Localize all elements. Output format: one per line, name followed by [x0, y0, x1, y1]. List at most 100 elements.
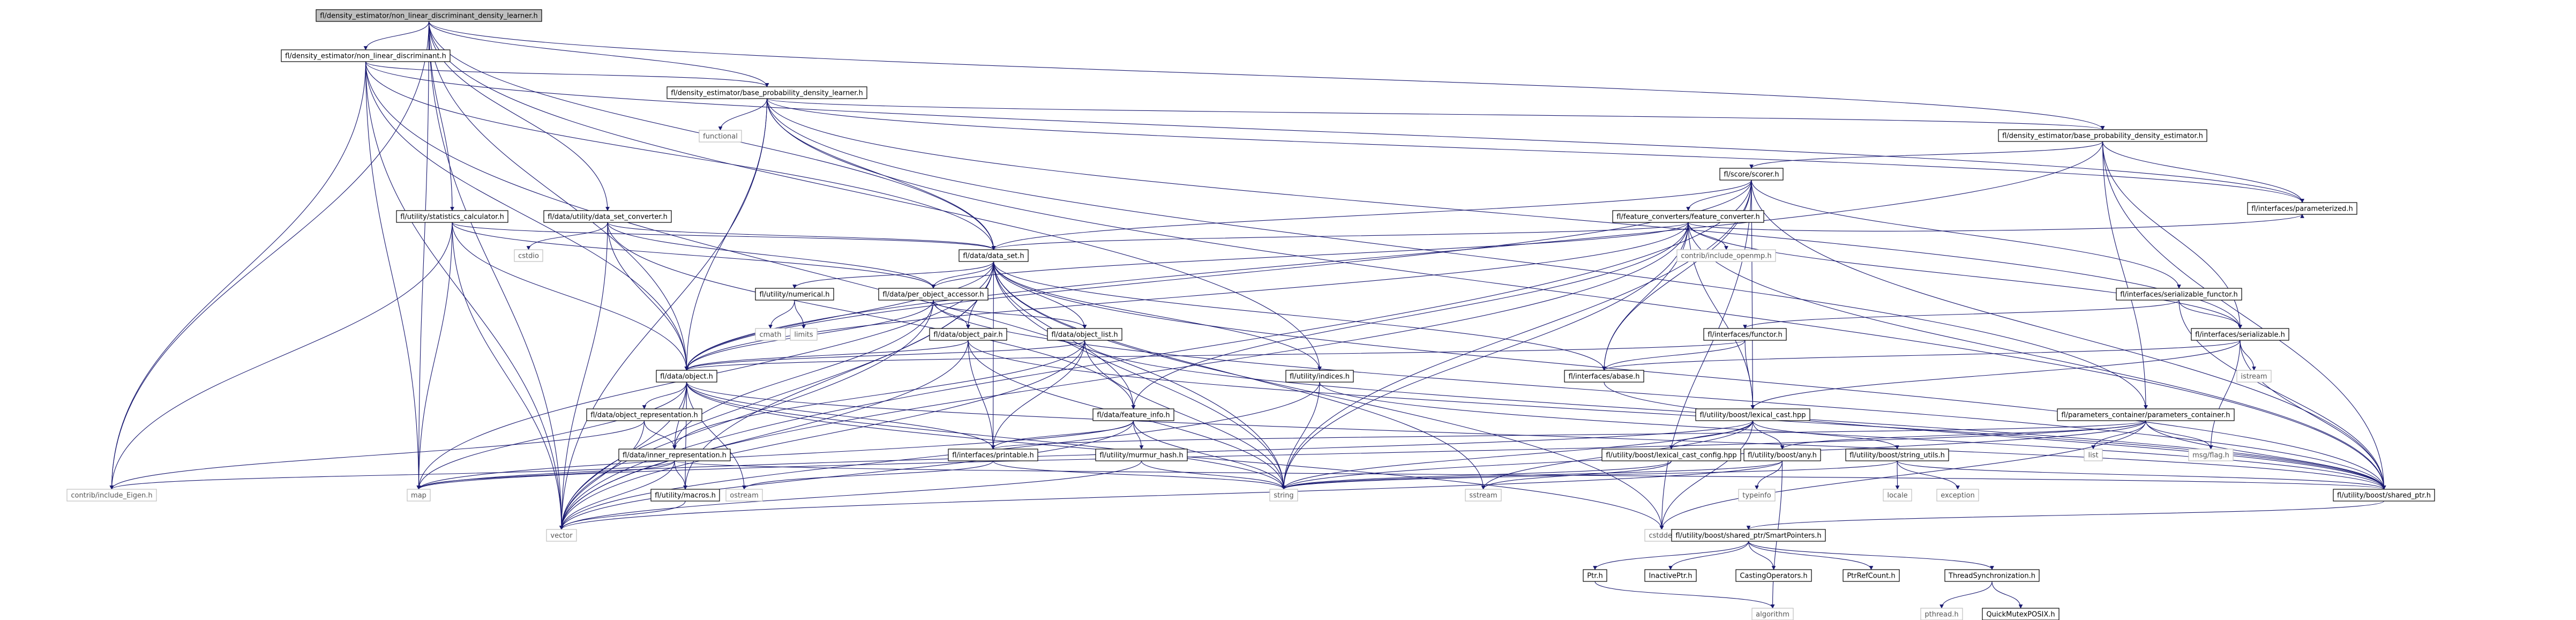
node-label: fl/data/object.h	[660, 373, 713, 381]
node-nld[interactable]: fl/density_estimator/non_linear_discrimi…	[281, 49, 451, 62]
node-label: msg/flag.h	[2192, 452, 2229, 460]
edge-featconv-to-sharedptr	[1688, 222, 2386, 490]
edge-smartptrs-to-castingops	[1748, 541, 1776, 570]
node-serializable[interactable]: fl/interfaces/serializable.h	[2191, 328, 2289, 341]
edge-nld-to-eigen	[109, 61, 366, 490]
node-scorer[interactable]: fl/score/scorer.h	[1719, 168, 1784, 181]
edge-root-to-indices	[428, 21, 1322, 371]
edge-scorer-to-object	[684, 180, 1752, 371]
node-functor[interactable]: fl/interfaces/functor.h	[1703, 328, 1787, 341]
edge-paramcont-to-map	[417, 420, 2146, 490]
node-objrep[interactable]: fl/data/object_representation.h	[586, 408, 702, 421]
node-box	[1719, 168, 1784, 181]
node-label: fl/data/per_object_accessor.h	[882, 291, 984, 299]
edge-bpde-to-serializable	[2102, 141, 2242, 329]
node-peraccessor[interactable]: fl/data/per_object_accessor.h	[878, 288, 989, 301]
node-objlist[interactable]: fl/data/object_list.h	[1047, 328, 1122, 341]
edge-dsconv-to-peraccessor	[607, 222, 935, 289]
node-abase[interactable]: fl/interfaces/abase.h	[1564, 370, 1644, 383]
edge-nld-to-parameterized	[365, 61, 2304, 203]
node-label: fl/data/utility/data_set_converter.h	[548, 213, 668, 221]
node-castingops[interactable]: CastingOperators.h	[1735, 569, 1812, 582]
node-label: contrib/include_Eigen.h	[71, 492, 152, 500]
edge-objpair-to-vector	[559, 340, 969, 530]
node-box	[1269, 489, 1298, 502]
node-threadsync[interactable]: ThreadSynchronization.h	[1944, 569, 2040, 582]
node-box	[1843, 569, 1900, 582]
edge-smartptrs-to-ptr	[1593, 541, 1749, 570]
node-numerical[interactable]: fl/utility/numerical.h	[755, 288, 834, 301]
node-statcalc[interactable]: fl/utility/statistics_calculator.h	[396, 210, 508, 223]
edge-scorer-to-string	[1282, 180, 1752, 490]
node-object[interactable]: fl/data/object.h	[656, 370, 717, 383]
node-featconv[interactable]: fl/feature_converters/feature_converter.…	[1612, 210, 1764, 223]
edge-objpair-to-sharedptr	[968, 340, 2386, 490]
node-murmur[interactable]: fl/utility/murmur_hash.h	[1095, 449, 1188, 461]
node-lexcast[interactable]: fl/utility/boost/lexical_cast.hpp	[1695, 408, 1810, 421]
edge-functor-to-lexcast	[1744, 340, 1755, 409]
node-string: string	[1269, 489, 1298, 502]
edge-numerical-to-cmath	[768, 300, 795, 329]
edge-threadsync-to-pthread	[1940, 581, 1993, 609]
edge-bpdl-to-serializable	[766, 98, 2242, 329]
edge-bpde-to-sharedptr	[2102, 141, 2386, 490]
edge-nld-to-string	[365, 61, 1286, 490]
node-featinfo[interactable]: fl/data/feature_info.h	[1092, 408, 1174, 421]
node-box	[396, 210, 508, 223]
node-label: ostream	[730, 492, 759, 500]
edge-bpdl-to-parameterized	[766, 98, 2304, 203]
node-ptr[interactable]: Ptr.h	[1583, 569, 1607, 582]
node-any[interactable]: fl/utility/boost/any.h	[1743, 449, 1821, 461]
node-paramcont[interactable]: fl/parameters_container/parameters_conta…	[2057, 408, 2235, 421]
node-bpdl[interactable]: fl/density_estimator/base_probability_de…	[667, 86, 867, 99]
node-root[interactable]: fl/density_estimator/non_linear_discrimi…	[316, 9, 542, 22]
node-box	[2188, 449, 2234, 461]
node-box	[2116, 288, 2242, 301]
edge-dataset-to-abase	[993, 261, 1606, 371]
edge-lexcast-to-cstddef	[1659, 420, 1754, 530]
edge-peraccessor-to-objpair	[933, 300, 970, 329]
node-label: map	[411, 492, 426, 500]
edge-lexcast-to-any	[1752, 420, 1785, 450]
node-box	[2057, 408, 2235, 421]
edge-root-to-nld	[363, 21, 430, 50]
node-box	[1671, 529, 1826, 542]
node-openmp: contrib/include_openmp.h	[1676, 249, 1776, 262]
node-label: fl/feature_converters/feature_converter.…	[1616, 213, 1759, 221]
node-objpair[interactable]: fl/data/object_pair.h	[929, 328, 1007, 341]
edge-objlist-to-vector	[559, 340, 1085, 530]
node-parameterized[interactable]: fl/interfaces/parameterized.h	[2247, 202, 2357, 215]
edge-featconv-to-serializable	[1688, 222, 2242, 329]
node-box	[1883, 489, 1912, 502]
edge-serializable-to-lexcast	[1750, 340, 2241, 409]
edge-paramcont-to-printable	[991, 420, 2146, 450]
node-label: fl/density_estimator/non_linear_discrimi…	[285, 53, 446, 61]
node-innerrep[interactable]: fl/data/inner_representation.h	[618, 449, 731, 461]
edge-functor-to-object	[685, 340, 1746, 371]
node-inactiveptr[interactable]: InactivePtr.h	[1644, 569, 1697, 582]
node-strutils[interactable]: fl/utility/boost/string_utils.h	[1845, 449, 1949, 461]
node-label: list	[2088, 452, 2098, 460]
node-bpde[interactable]: fl/density_estimator/base_probability_de…	[1998, 129, 2207, 142]
edge-innerrep-to-map	[416, 460, 675, 490]
edge-dsconv-to-object	[607, 222, 689, 371]
node-label: fl/interfaces/parameterized.h	[2251, 205, 2353, 213]
node-label: fl/density_estimator/non_linear_discrimi…	[320, 12, 538, 20]
node-sharedptr[interactable]: fl/utility/boost/shared_ptr.h	[2333, 489, 2435, 502]
edge-peraccessor-to-objlist	[933, 300, 1087, 329]
node-ptrrefcount[interactable]: PtrRefCount.h	[1843, 569, 1900, 582]
node-dsconv[interactable]: fl/data/utility/data_set_converter.h	[543, 210, 672, 223]
node-functional: functional	[699, 130, 742, 143]
edge-root-to-bpde	[428, 21, 2105, 130]
edge-featconv-to-dataset	[991, 222, 1689, 250]
edge-serializable-to-istream	[2240, 340, 2256, 371]
node-serfunctor[interactable]: fl/interfaces/serializable_functor.h	[2116, 288, 2242, 301]
edge-statcalc-to-eigen	[109, 222, 453, 490]
node-smartptrs[interactable]: fl/utility/boost/shared_ptr/SmartPointer…	[1671, 529, 1826, 542]
node-macros[interactable]: fl/utility/macros.h	[650, 489, 720, 502]
node-indices[interactable]: fl/utility/indices.h	[1285, 370, 1354, 383]
node-dataset[interactable]: fl/data/data_set.h	[958, 249, 1029, 262]
node-lexcfg[interactable]: fl/utility/boost/lexical_cast_config.hpp	[1601, 449, 1741, 461]
node-qmposix[interactable]: QuickMutexPOSIX.h	[1982, 608, 2060, 620]
node-printable[interactable]: fl/interfaces/printable.h	[948, 449, 1038, 461]
